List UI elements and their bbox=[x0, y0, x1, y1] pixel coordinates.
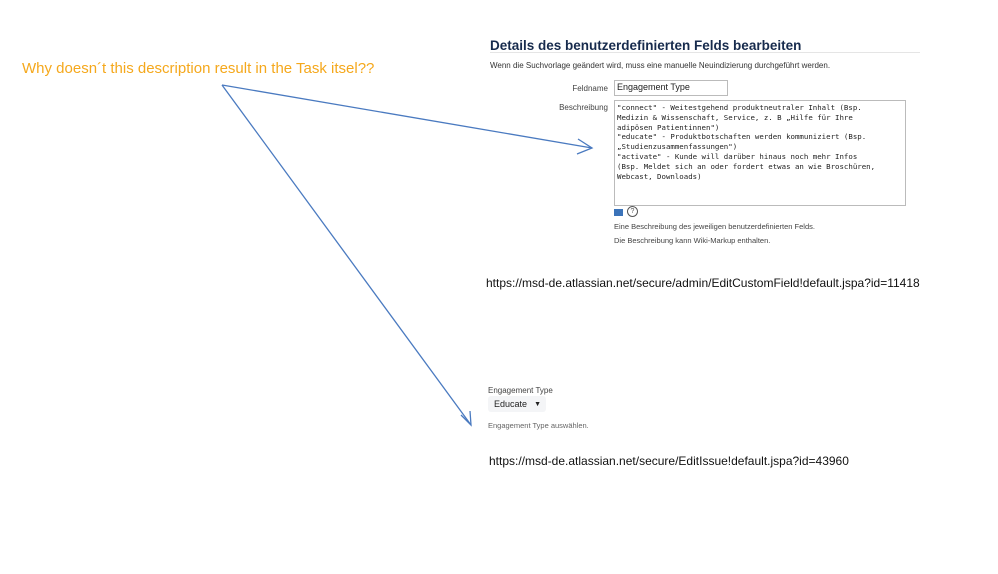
reindex-notice: Wenn die Suchvorlage geändert wird, muss… bbox=[490, 61, 831, 70]
selected-value: Educate bbox=[494, 399, 528, 409]
help-icon[interactable]: ? bbox=[627, 206, 638, 217]
arrow-to-select bbox=[221, 84, 472, 426]
wiki-markup-icon[interactable] bbox=[614, 209, 623, 216]
description-label: Beschreibung bbox=[559, 103, 608, 112]
fieldname-input[interactable]: Engagement Type bbox=[614, 80, 728, 96]
edit-field-url: https://msd-de.atlassian.net/secure/admi… bbox=[486, 276, 920, 290]
fieldname-label: Feldname bbox=[572, 84, 608, 93]
description-hint: Eine Beschreibung des jeweiligen benutze… bbox=[614, 222, 815, 231]
chevron-down-icon: ▼ bbox=[534, 400, 541, 408]
engagement-type-hint: Engagement Type auswählen. bbox=[488, 421, 589, 430]
engagement-type-select[interactable]: Educate ▼ bbox=[488, 396, 546, 412]
description-textarea[interactable]: "connect" - Weitestgehend produktneutral… bbox=[614, 100, 906, 206]
annotation-question: Why doesn´t this description result in t… bbox=[22, 60, 375, 77]
wiki-markup-hint: Die Beschreibung kann Wiki-Markup enthal… bbox=[614, 236, 771, 245]
page-title: Details des benutzerdefinierten Felds be… bbox=[490, 38, 802, 53]
title-divider bbox=[490, 52, 920, 53]
arrow-to-description bbox=[221, 84, 593, 149]
engagement-type-label: Engagement Type bbox=[488, 386, 553, 395]
edit-issue-url: https://msd-de.atlassian.net/secure/Edit… bbox=[489, 454, 849, 468]
